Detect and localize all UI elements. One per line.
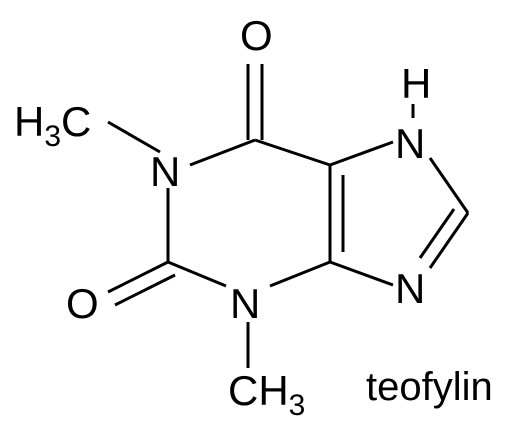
bond-c6-c5	[254, 138, 331, 167]
atom-n1: N	[150, 148, 180, 195]
methyl-bottom-ch: CH	[228, 367, 289, 414]
bonds	[107, 64, 470, 368]
bond-c8-n9-a	[428, 212, 470, 269]
atom-h: H	[401, 60, 431, 107]
methyl-bottom-sub: 3	[289, 389, 306, 422]
bond-c5-n7	[329, 140, 394, 167]
methyl-left-sub: 3	[44, 120, 61, 153]
atom-o-top: O	[240, 12, 273, 59]
atom-o-left: O	[66, 280, 99, 327]
methyl-left-c: C	[61, 98, 91, 145]
bond-methyl-n1	[107, 120, 161, 154]
methyl-left-h: H	[14, 98, 44, 145]
atom-n3: N	[230, 280, 260, 327]
atom-n9: N	[395, 265, 425, 312]
atom-labels: O H N N N O N H3C CH3	[14, 12, 431, 422]
bond-n3-c4	[269, 260, 331, 288]
bond-c2-o-double-b	[114, 273, 176, 307]
bond-n7-c8	[428, 157, 470, 214]
methyl-left: H3C	[14, 98, 91, 153]
bond-c2-n3	[167, 260, 227, 288]
methyl-bottom: CH3	[228, 367, 305, 422]
bond-c2-o-double-a	[107, 260, 169, 294]
bond-c8-n9-b	[418, 208, 456, 259]
bond-c6-n1	[189, 138, 256, 167]
atom-n7: N	[395, 120, 425, 167]
bond-n9-c4	[329, 260, 394, 287]
compound-name: teofylin	[366, 365, 493, 409]
